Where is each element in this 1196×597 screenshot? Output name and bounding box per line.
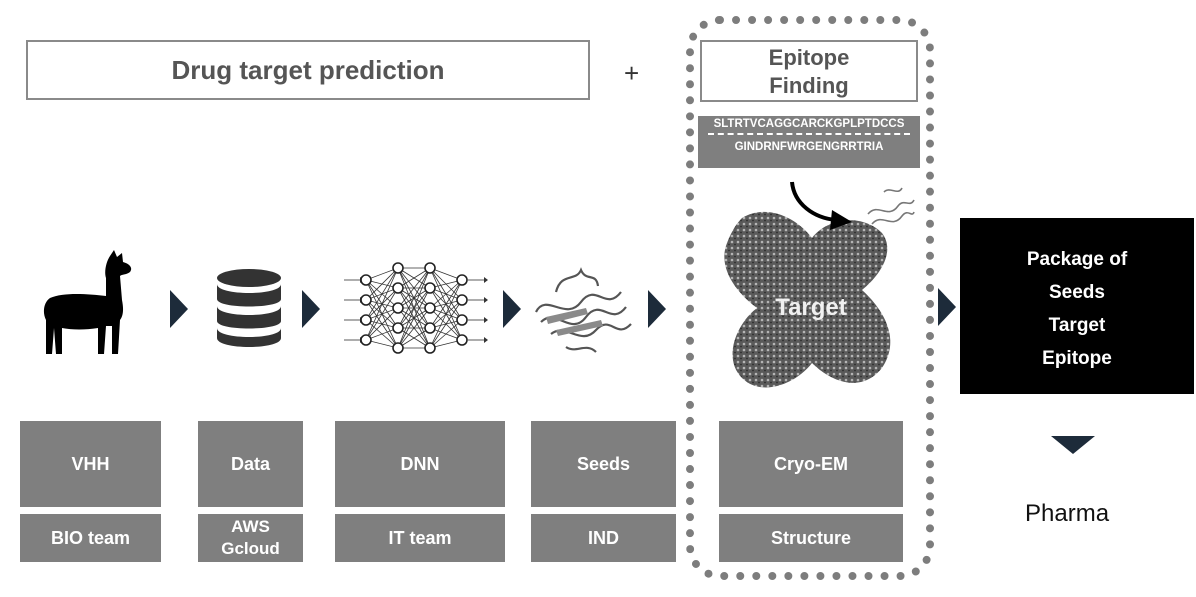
stage-bio-team-box: BIO team xyxy=(20,514,161,562)
sequence-line1: SLTRTVCAGGCARCKGPLPTDCCS xyxy=(713,118,905,130)
package-line2: Seeds xyxy=(1049,282,1105,303)
stage-it-team-box: IT team xyxy=(335,514,505,562)
chevron-right-icon xyxy=(170,290,188,328)
chevron-right-icon xyxy=(938,288,956,326)
chevron-down-icon xyxy=(1051,436,1095,454)
epitope-title-line2: Finding xyxy=(769,73,849,98)
epitope-dotted-frame xyxy=(686,16,934,580)
small-protein-icon xyxy=(867,187,915,225)
database-icon xyxy=(217,269,281,347)
package-line4: Epitope xyxy=(1042,348,1112,369)
stage-structure-box: Structure xyxy=(719,514,903,562)
sequence-divider xyxy=(708,133,910,137)
alpaca-icon xyxy=(43,250,132,354)
chevron-right-icon xyxy=(503,290,521,328)
stage-ind-box: IND xyxy=(531,514,676,562)
stage-data-box: Data xyxy=(198,421,303,507)
stage-cryo-em-box: Cryo-EM xyxy=(719,421,903,507)
sequence-line2: GINDRNFWRGENGRRTRIA xyxy=(734,141,884,153)
stage-seeds-box: Seeds xyxy=(531,421,676,507)
curved-arrow-icon xyxy=(790,181,852,230)
stage-aws-gcloud-box: AWS Gcloud xyxy=(198,514,303,562)
chevron-right-icon xyxy=(302,290,320,328)
pharma-label: Pharma xyxy=(1025,500,1110,527)
chevron-right-icon xyxy=(648,290,666,328)
epitope-title-line1: Epitope xyxy=(768,45,850,70)
target-label: Target xyxy=(775,294,847,321)
epitope-finding-title: Epitope Finding xyxy=(700,40,918,102)
protein-icon xyxy=(535,267,632,353)
cryo-em-density-icon xyxy=(724,211,891,388)
drug-target-prediction-title: Drug target prediction xyxy=(26,40,590,100)
stage-vhh-box: VHH xyxy=(20,421,161,507)
stage-dnn-box: DNN xyxy=(335,421,505,507)
neural-network-icon xyxy=(344,262,488,354)
plus-sign: + xyxy=(624,58,640,88)
gcloud-label: Gcloud xyxy=(221,539,280,558)
package-box: Package of Seeds Target Epitope xyxy=(960,218,1194,394)
package-line3: Target xyxy=(1048,315,1106,336)
sequence-box: SLTRTVCAGGCARCKGPLPTDCCS GINDRNFWRGENGRR… xyxy=(698,116,920,168)
package-line1: Package of xyxy=(1026,249,1128,270)
aws-label: AWS xyxy=(231,517,270,536)
